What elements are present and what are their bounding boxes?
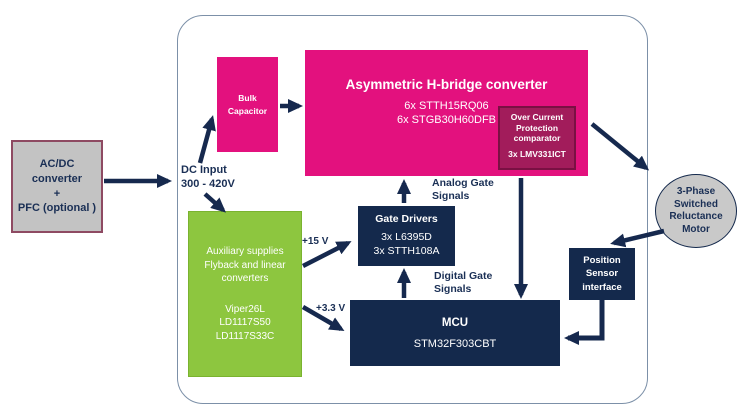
gate-drivers-title: Gate Drivers (375, 213, 438, 225)
block-auxiliary-supplies: Auxiliary supplies Flyback and linear co… (188, 211, 302, 377)
mcu-parts: STM32F303CBT (413, 337, 497, 350)
auxiliary-supplies-title: Auxiliary supplies Flyback and linear co… (204, 246, 286, 284)
gate-drivers-parts: 3x L6395D 3x STTH108A (373, 231, 440, 257)
h-bridge-title: Asymmetric H-bridge converter (345, 77, 548, 92)
block-srm-motor: 3-Phase Switched Reluctance Motor (655, 174, 737, 248)
block-position-sensor-interface: Position Sensor interface (569, 248, 635, 300)
dc-input-label: DC Input 300 - 420V (181, 164, 235, 191)
over-current-protection-parts: 3x LMV331ICT (508, 148, 566, 159)
block-acdc-converter: AC/DC converter + PFC (optional ) (11, 140, 103, 233)
auxiliary-supplies-parts: Viper26L LD1117S50 LD1117S33C (215, 303, 275, 342)
block-over-current-protection: Over Current Protection comparator 3x LM… (498, 106, 576, 170)
rail-3v3-label: +3.3 V (316, 303, 346, 314)
block-bulk-capacitor: Bulk Capacitor (217, 57, 278, 152)
motor-label: 3-Phase Switched Reluctance Motor (669, 186, 723, 235)
rail-15v-label: +15 V (302, 236, 329, 247)
system-boundary (177, 15, 648, 404)
mcu-title: MCU (441, 316, 469, 329)
analog-gate-signals-label: Analog Gate Signals (432, 177, 494, 202)
acdc-converter-label: AC/DC converter + PFC (optional ) (17, 157, 97, 215)
over-current-protection-title: Over Current Protection comparator (510, 112, 564, 144)
block-mcu: MCU STM32F303CBT (350, 300, 560, 366)
h-bridge-parts: 6x STTH15RQ06 6x STGB30H60DFB (396, 100, 497, 127)
position-sensor-label: Position Sensor interface (582, 255, 622, 293)
digital-gate-signals-label: Digital Gate Signals (434, 270, 493, 295)
block-gate-drivers: Gate Drivers 3x L6395D 3x STTH108A (358, 206, 455, 266)
bulk-capacitor-label: Bulk Capacitor (227, 92, 268, 116)
